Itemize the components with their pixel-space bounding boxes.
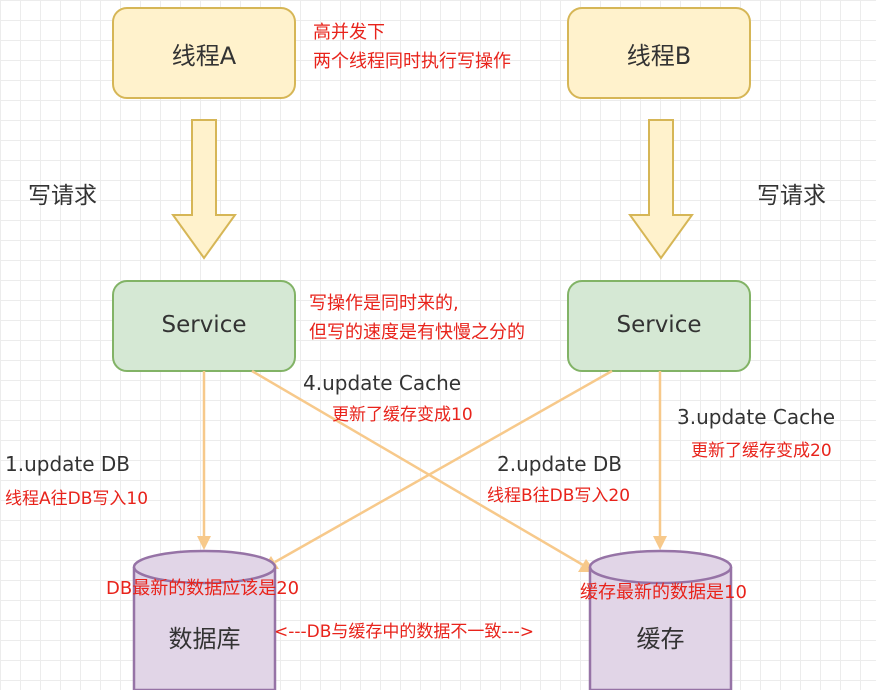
thread-a-label: 线程A	[171, 42, 237, 70]
arrowhead-db-a	[197, 536, 211, 550]
edge-update-db-b[interactable]	[251, 369, 584, 567]
step3-desc: 更新了缓存变成20	[691, 441, 832, 461]
thread-b-label: 线程B	[626, 42, 692, 70]
thread-b-box[interactable]	[567, 7, 751, 99]
write-request-left-label: 写请求	[28, 183, 97, 209]
step2-desc: 线程B往DB写入20	[487, 486, 631, 506]
step3-title: 3.update Cache	[677, 405, 836, 429]
database-cylinder[interactable]	[132, 549, 277, 690]
note-speed-line2: 但写的速度是有快慢之分的	[309, 322, 525, 343]
note-concurrency-line2: 两个线程同时执行写操作	[313, 51, 511, 72]
note-concurrency-line1: 高并发下	[313, 22, 385, 43]
cache-label: 缓存	[636, 625, 685, 653]
step1-title: 1.update DB	[5, 452, 131, 476]
step4-title: 4.update Cache	[303, 371, 462, 395]
edge-update-cache-a[interactable]	[274, 369, 613, 564]
note-inconsistency: <---DB与缓存中的数据不一致--->	[274, 622, 535, 642]
thread-a-box[interactable]	[112, 7, 296, 99]
database-label: 数据库	[168, 625, 241, 653]
service-right-label: Service	[616, 312, 702, 338]
step4-desc: 更新了缓存变成10	[332, 405, 473, 425]
note-cache-actual: 缓存最新的数据是10	[580, 582, 747, 603]
step2-title: 2.update DB	[497, 452, 623, 476]
note-speed-line1: 写操作是同时来的,	[309, 293, 459, 314]
write-request-arrow-left[interactable]	[171, 119, 237, 260]
write-request-arrow-right[interactable]	[628, 119, 694, 260]
write-request-right-label: 写请求	[757, 183, 826, 209]
service-left-label: Service	[161, 312, 247, 338]
step1-desc: 线程A往DB写入10	[5, 489, 149, 509]
note-db-expected: DB最新的数据应该是20	[106, 578, 300, 599]
arrowhead-cache-b	[653, 536, 667, 550]
cache-cylinder[interactable]	[588, 549, 733, 690]
